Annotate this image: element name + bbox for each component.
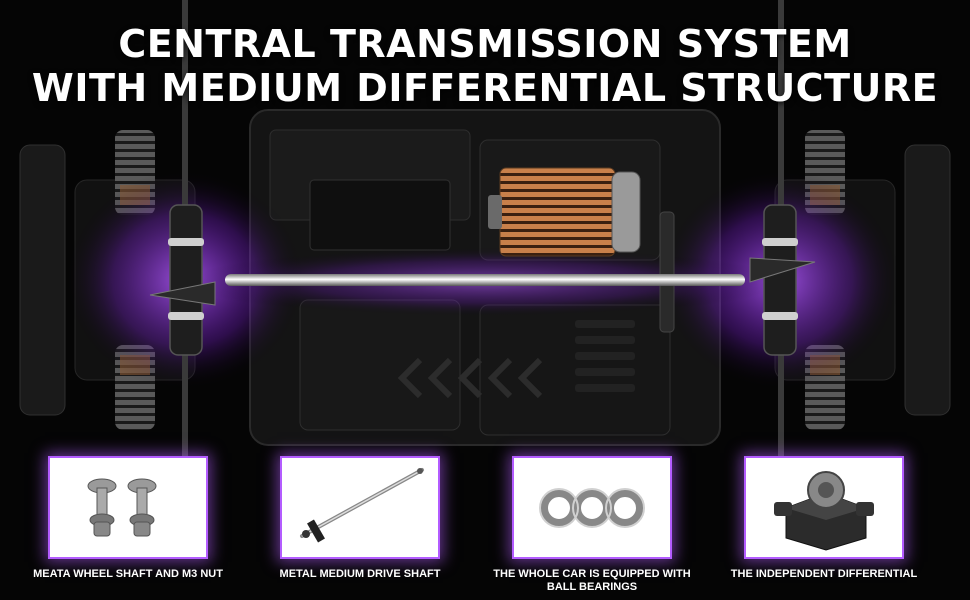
feature-caption: METAL MEDIUM DRIVE SHAFT [279,568,441,580]
headline-line-2: WITH MEDIUM DIFFERENTIAL STRUCTURE [31,66,939,110]
feature-image-frame [512,456,672,559]
feature-image-frame [280,456,440,559]
feature-image-frame [744,456,904,559]
feature-caption: THE INDEPENDENT DIFFERENTIAL [730,568,918,580]
feature-image-frame [48,456,208,559]
drive-shaft-icon [300,468,424,543]
headline-line-1: CENTRAL TRANSMISSION SYSTEM [118,22,852,66]
page-headline: CENTRAL TRANSMISSION SYSTEM WITH MEDIUM … [0,22,970,110]
feature-caption: MEATA WHEEL SHAFT AND M3 NUT [33,568,223,580]
wheel-shaft-nut-icon [87,478,157,537]
differential-icon [774,471,874,551]
feature-caption: THE WHOLE CAR IS EQUIPPED WITH BALL BEAR… [493,568,691,593]
ball-bearings-icon [539,488,645,528]
feature-cards: MEATA WHEEL SHAFT AND M3 NUT METAL MEDIU… [0,456,970,600]
